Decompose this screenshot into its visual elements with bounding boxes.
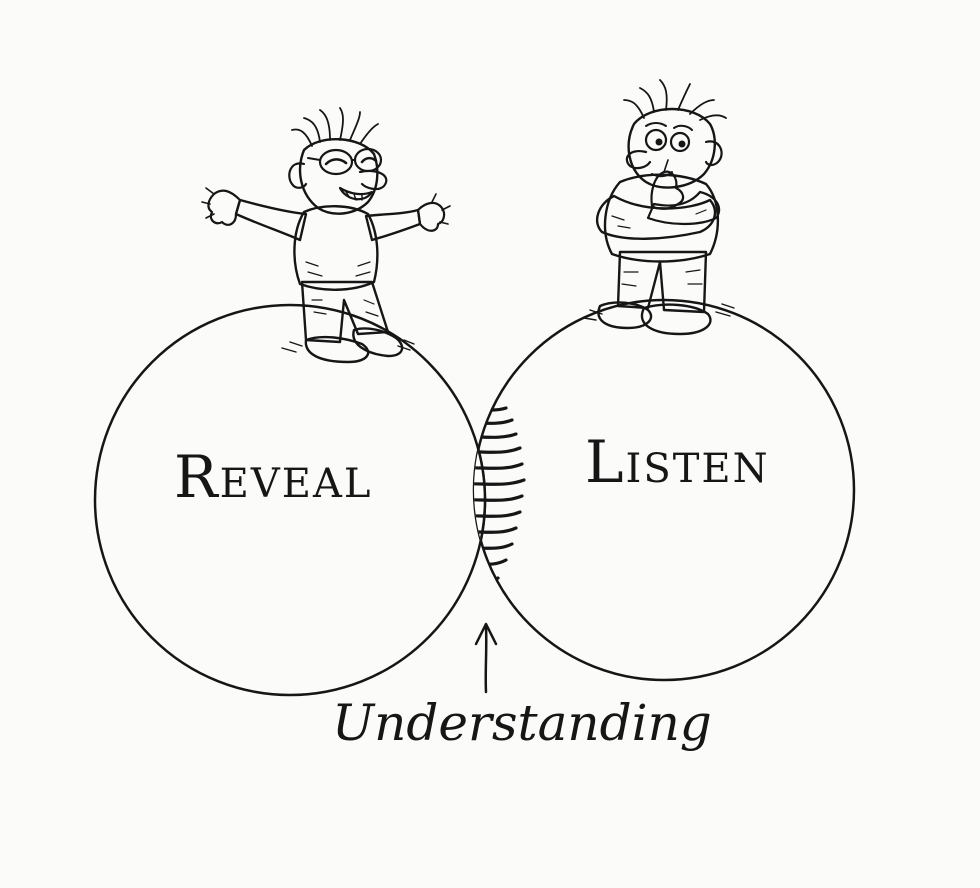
reveal-label: REVEAL [174, 443, 372, 511]
listen-label: LISTEN [585, 428, 770, 496]
revealing-person-illustration [201, 107, 451, 364]
pointer-arrow [474, 622, 498, 694]
listening-person-illustration [583, 79, 735, 336]
understanding-label: Understanding [332, 694, 712, 752]
